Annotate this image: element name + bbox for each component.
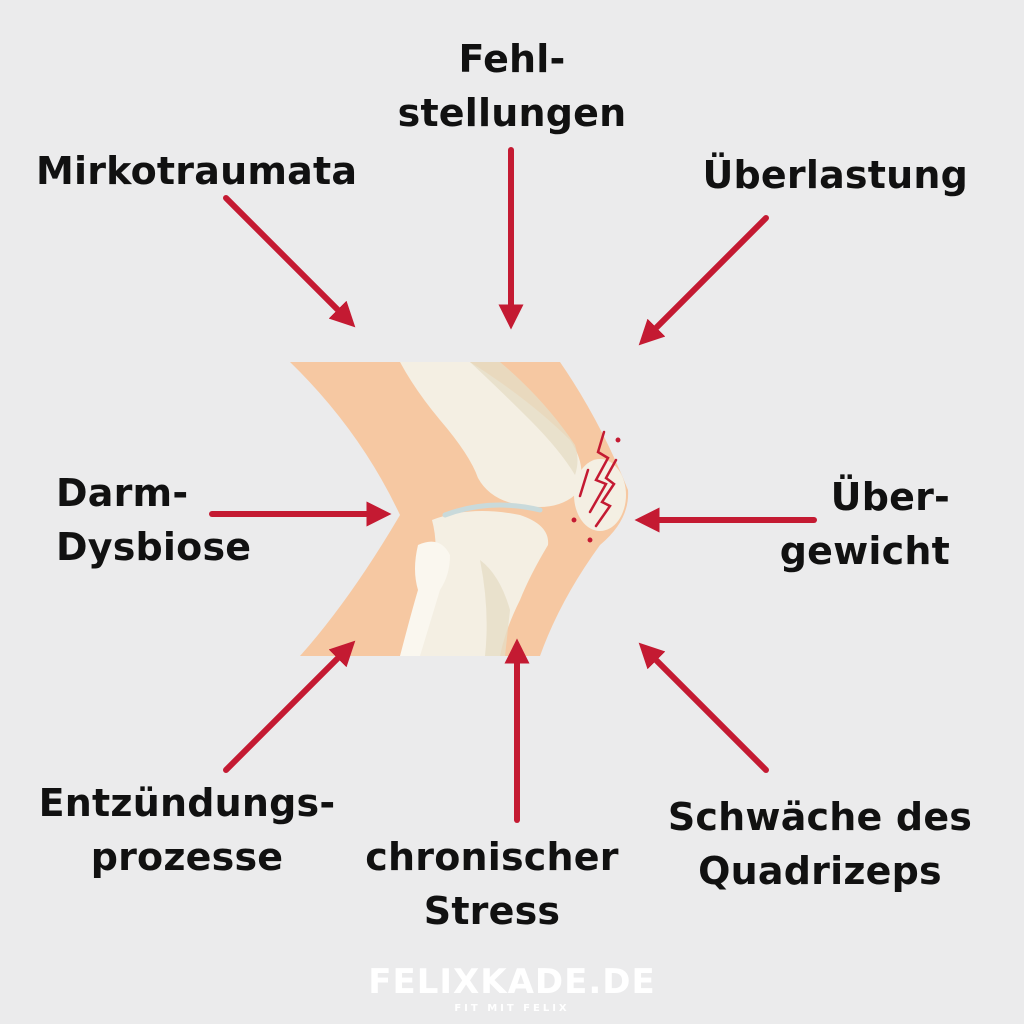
label-line: Über- — [830, 475, 950, 519]
label-line: Quadrizeps — [698, 849, 942, 893]
arrow-mikrotraumata — [223, 195, 356, 328]
label-uebergewicht: Über- gewicht — [700, 470, 950, 578]
label-darm-dysbiose: Darm- Dysbiose — [56, 466, 316, 574]
knee-illustration — [290, 362, 629, 656]
label-line: Darm- — [56, 471, 189, 515]
label-schwaeche-quadrizeps: Schwäche des Quadrizeps — [650, 790, 990, 898]
label-chronischer-stress: chronischer Stress — [342, 830, 642, 938]
label-ueberlastung: Überlastung — [640, 148, 968, 202]
label-mikrotraumata: Mirkotraumata — [36, 144, 396, 198]
brand-watermark: FELIXKADE.DE FIT MIT FELIX — [312, 962, 712, 1016]
brand-name: FELIXKADE.DE — [368, 962, 656, 1002]
cartilage-line — [442, 502, 543, 518]
label-line: Stress — [423, 889, 561, 933]
label-line: Fehl- — [458, 37, 566, 81]
label-line: Schwäche des — [667, 795, 973, 839]
label-line: Dysbiose — [56, 525, 252, 569]
label-line: Mirkotraumata — [36, 149, 358, 193]
label-entzuendungsprozesse: Entzündungs- prozesse — [22, 776, 352, 884]
arrow-schwaeche-quadrizeps — [638, 642, 769, 773]
label-line: gewicht — [779, 529, 950, 573]
label-line: prozesse — [90, 835, 284, 879]
arrow-entzuendungsprozesse — [223, 640, 356, 773]
brand-tagline: FIT MIT FELIX — [454, 1003, 570, 1014]
pain-marks — [571, 430, 621, 543]
label-line: Überlastung — [702, 153, 968, 197]
tibia-shadow — [480, 560, 510, 656]
label-line: chronischer — [365, 835, 619, 879]
arrows — [209, 147, 817, 823]
label-line: stellungen — [397, 91, 627, 135]
label-fehlstellungen: Fehl- stellungen — [362, 32, 662, 140]
label-line: Entzündungs- — [38, 781, 336, 825]
femur-shadow — [470, 362, 578, 475]
femur-bone — [400, 362, 582, 508]
fibula-bone — [400, 541, 450, 656]
arrow-ueberlastung — [638, 215, 769, 346]
